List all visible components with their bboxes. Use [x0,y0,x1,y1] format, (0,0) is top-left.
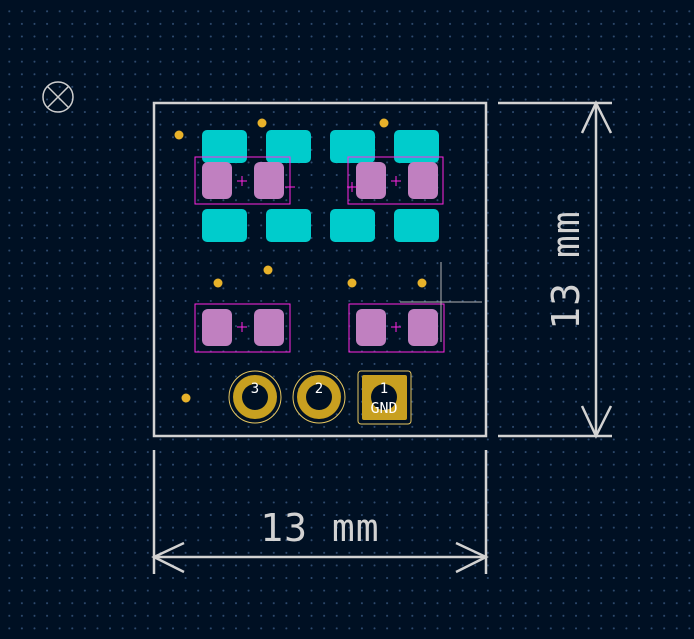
th-pad-pin-1[interactable]: 1 GND [357,370,412,425]
courtyard-outline [194,303,291,353]
smd-pad[interactable] [266,130,311,163]
courtyard-outline [194,156,291,205]
origin-crosshair-icon [42,81,74,113]
dimension-height[interactable]: 13 mm [498,100,613,439]
dimension-width[interactable]: 13 mm [151,450,489,574]
via[interactable] [213,278,223,288]
smd-pad[interactable] [202,209,247,242]
smd-pad-row-top-lower [202,209,439,242]
pin-number: 3 [251,381,259,397]
via[interactable] [417,278,427,288]
via[interactable] [257,118,267,128]
via[interactable] [379,118,389,128]
smd-pad-back[interactable] [202,162,232,199]
via[interactable] [347,278,357,288]
pin-number: 2 [315,381,323,397]
dimension-height-label: 13 mm [544,210,588,329]
connector-footprint[interactable]: 3 2 1 GND [228,370,412,425]
smd-pad-back[interactable] [202,309,232,346]
footprint-lower-left[interactable] [194,303,291,353]
footprint-upper-left[interactable] [194,156,295,205]
dimension-width-label: 13 mm [260,506,379,550]
pin-net: GND [370,399,397,417]
smd-pad[interactable] [202,130,247,163]
via[interactable] [181,393,191,403]
th-pad-pin-2[interactable]: 2 [292,370,346,424]
smd-pad[interactable] [394,130,439,163]
smd-pad[interactable] [394,209,439,242]
smd-pad[interactable] [330,209,375,242]
anchor-cross-icon [237,322,247,332]
smd-pad-back[interactable] [356,309,386,346]
footprint-upper-right[interactable] [347,156,444,205]
anchor-cross-icon [285,182,295,192]
anchor-cross-icon [391,322,401,332]
via[interactable] [263,265,273,275]
via[interactable] [174,130,184,140]
smd-pad-row-top-upper [202,130,439,163]
smd-pad-back[interactable] [254,309,284,346]
footprint-lower-right[interactable] [348,303,445,353]
smd-pad-back[interactable] [254,162,284,199]
smd-pad-back[interactable] [408,309,438,346]
anchor-cross-icon [347,182,357,192]
smd-pad-back[interactable] [408,162,438,199]
pin-number: 1 [380,381,388,397]
board-outline[interactable] [152,101,488,438]
anchor-cross-icon [391,176,401,186]
th-pad-pin-3[interactable]: 3 [228,370,282,424]
smd-pad[interactable] [330,130,375,163]
anchor-cross-icon [237,176,247,186]
courtyard-outline [348,303,445,353]
courtyard-outline [347,156,444,205]
smd-pad[interactable] [266,209,311,242]
smd-pad-back[interactable] [356,162,386,199]
cursor-crosshair [400,262,482,342]
via-group [174,118,427,403]
